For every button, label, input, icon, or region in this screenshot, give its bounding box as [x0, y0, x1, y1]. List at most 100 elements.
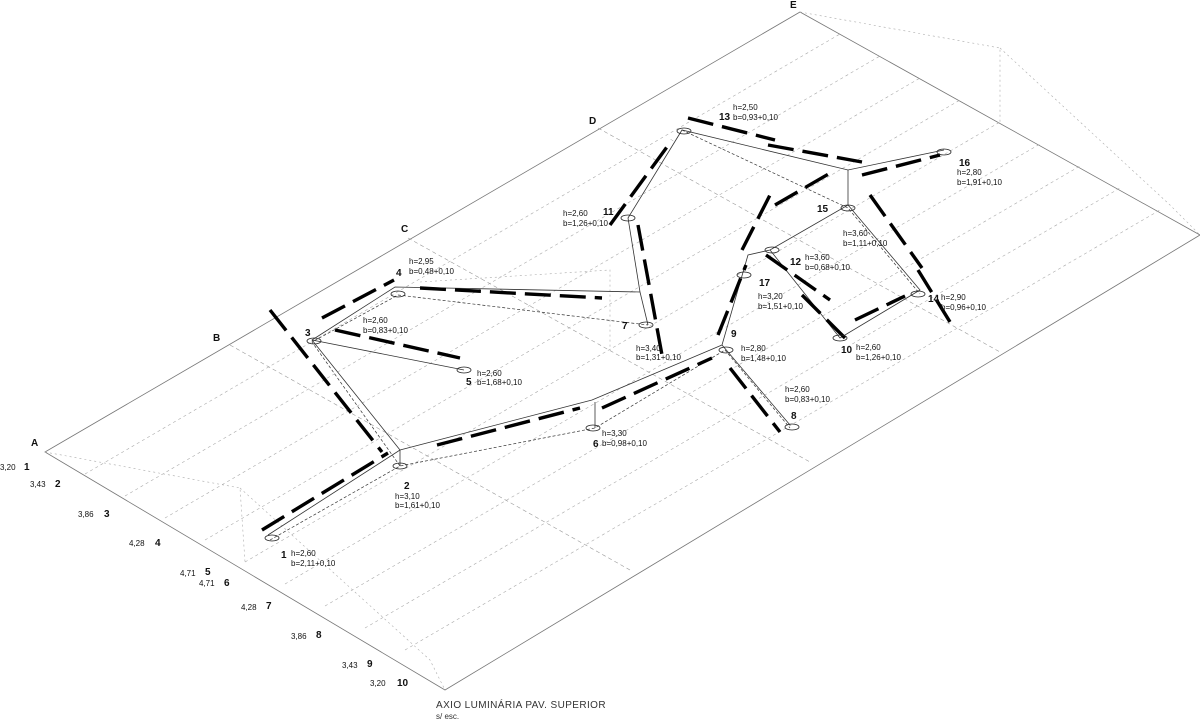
column-base: [832, 334, 848, 342]
column-number: 6: [593, 439, 599, 450]
column-height: h=2,60: [477, 369, 502, 378]
column-label-5: 5 h=2,60 b=1,68+0,10: [466, 369, 522, 388]
row-label: 4,71 5: [180, 567, 211, 578]
axis-label-e: E: [790, 0, 797, 11]
column-label-16: 16 h=2,80 b=1,91+0,10: [957, 158, 1002, 187]
column-height: h=2,60: [856, 343, 881, 352]
row-label: 3,43 2: [30, 479, 61, 490]
column-base: [676, 127, 692, 135]
row-dimension: 4,28: [129, 539, 145, 548]
row-number: 3: [104, 509, 110, 520]
row-dimension: 3,43: [30, 480, 46, 489]
axis-label-d: D: [589, 116, 596, 127]
row-dimension: 3,86: [291, 632, 307, 641]
column-base: [936, 148, 952, 156]
column-height: h=3,20: [758, 292, 783, 301]
column-base: [456, 366, 472, 374]
column-labels: 1 h=2,60 b=2,11+0,10 2 h=3,10 b=1,61+0,1…: [281, 103, 1002, 568]
column-number: 14: [928, 294, 940, 305]
row-label: 4,71 6: [199, 578, 230, 589]
row-label: 3,86 3: [78, 509, 110, 520]
column-base: [264, 534, 280, 542]
column-number: 1: [281, 550, 287, 561]
column-height: h=3,60: [843, 229, 868, 238]
row-label: 3,20 1: [0, 462, 30, 473]
column-base: [764, 246, 780, 254]
column-label-15: 15 h=3,60 b=1,11+0,10: [817, 204, 888, 248]
column-label-8: 8 h=2,60 b=0,83+0,10: [785, 385, 830, 422]
column-number: 17: [759, 278, 771, 289]
column-base-dim: b=2,11+0,10: [291, 559, 336, 568]
column-base-dim: b=1,48+0,10: [741, 354, 786, 363]
axis-label-c: C: [401, 224, 408, 235]
column-base: [840, 204, 856, 212]
drawing-scale: s/ esc.: [436, 712, 460, 721]
column-label-10: 10 h=2,60 b=1,26+0,10: [841, 343, 901, 362]
row-label: 3,20 10: [370, 678, 409, 689]
column-base: [638, 321, 654, 329]
column-height: h=2,60: [563, 209, 588, 218]
beams-dashed: [269, 129, 921, 541]
luminaires: [261, 116, 952, 532]
column-height: h=2,95: [409, 257, 434, 266]
column-base-dim: b=1,61+0,10: [395, 501, 440, 510]
row-label: 4,28 4: [129, 538, 161, 549]
column-number: 9: [731, 329, 737, 340]
column-base: [910, 290, 926, 298]
row-dimension: 3,20: [370, 679, 386, 688]
column-label-17: 17 h=3,20 b=1,51+0,10: [758, 278, 803, 311]
column-base: [392, 462, 408, 470]
row-number: 8: [316, 630, 322, 641]
column-base-dim: b=1,31+0,10: [636, 353, 681, 362]
column-height: h=2,50: [733, 103, 758, 112]
column-height: h=3,30: [602, 429, 627, 438]
column-number: 2: [404, 481, 410, 492]
column-number: 11: [603, 207, 614, 218]
row-dimension: 4,71: [199, 579, 215, 588]
column-base: [718, 346, 734, 354]
row-dimension: 4,28: [241, 603, 257, 612]
column-base-dim: b=1,26+0,10: [856, 353, 901, 362]
column-number: 8: [791, 411, 797, 422]
column-base: [784, 423, 800, 431]
column-label-1: 1 h=2,60 b=2,11+0,10: [281, 549, 336, 568]
axis-label-a: A: [31, 438, 38, 449]
row-label: 3,43 9: [342, 659, 373, 670]
drawing-title: AXIO LUMINÁRIA PAV. SUPERIOR: [436, 700, 606, 711]
column-height: h=2,60: [363, 316, 388, 325]
row-dimension: 4,71: [180, 569, 196, 578]
column-height: h=2,80: [741, 344, 766, 353]
column-base-dim: b=1,51+0,10: [758, 302, 803, 311]
column-number: 4: [396, 268, 402, 279]
column-base-dim: b=0,83+0,10: [363, 326, 408, 335]
axis-label-b: B: [213, 333, 220, 344]
row-dimension: 3,43: [342, 661, 358, 670]
column-base-dim: b=0,96+0,10: [941, 303, 986, 312]
column-height: h=3,60: [805, 253, 830, 262]
column-height: h=2,60: [291, 549, 316, 558]
column-label-4: 4 h=2,95 b=0,48+0,10: [396, 257, 454, 279]
row-number: 6: [224, 578, 230, 589]
row-number: 5: [205, 567, 211, 578]
column-base: [736, 271, 752, 279]
column-height: h=2,60: [785, 385, 810, 394]
roof-hints: [44, 11, 1200, 691]
column-number: 7: [622, 321, 628, 332]
column-base: [306, 337, 322, 345]
row-dimension: 3,20: [0, 463, 16, 472]
column-height: h=2,80: [957, 168, 982, 177]
grid-lines-long: [84, 33, 1161, 651]
column-label-14: 14 h=2,90 b=0,96+0,10: [928, 293, 986, 312]
row-number: 4: [155, 538, 161, 549]
column-number: 3: [305, 328, 311, 339]
column-base: [620, 214, 636, 222]
column-base-dim: b=0,83+0,10: [785, 395, 830, 404]
column-number: 15: [817, 204, 829, 215]
drawing-caption: AXIO LUMINÁRIA PAV. SUPERIOR s/ esc.: [436, 700, 606, 721]
column-label-13: 13 h=2,50 b=0,93+0,10: [719, 103, 778, 123]
column-number: 16: [959, 158, 971, 169]
column-base-dim: b=1,91+0,10: [957, 178, 1002, 187]
column-base-dim: b=1,68+0,10: [477, 378, 522, 387]
column-label-3: 3 h=2,60 b=0,83+0,10: [305, 316, 408, 339]
column-base: [390, 290, 406, 298]
